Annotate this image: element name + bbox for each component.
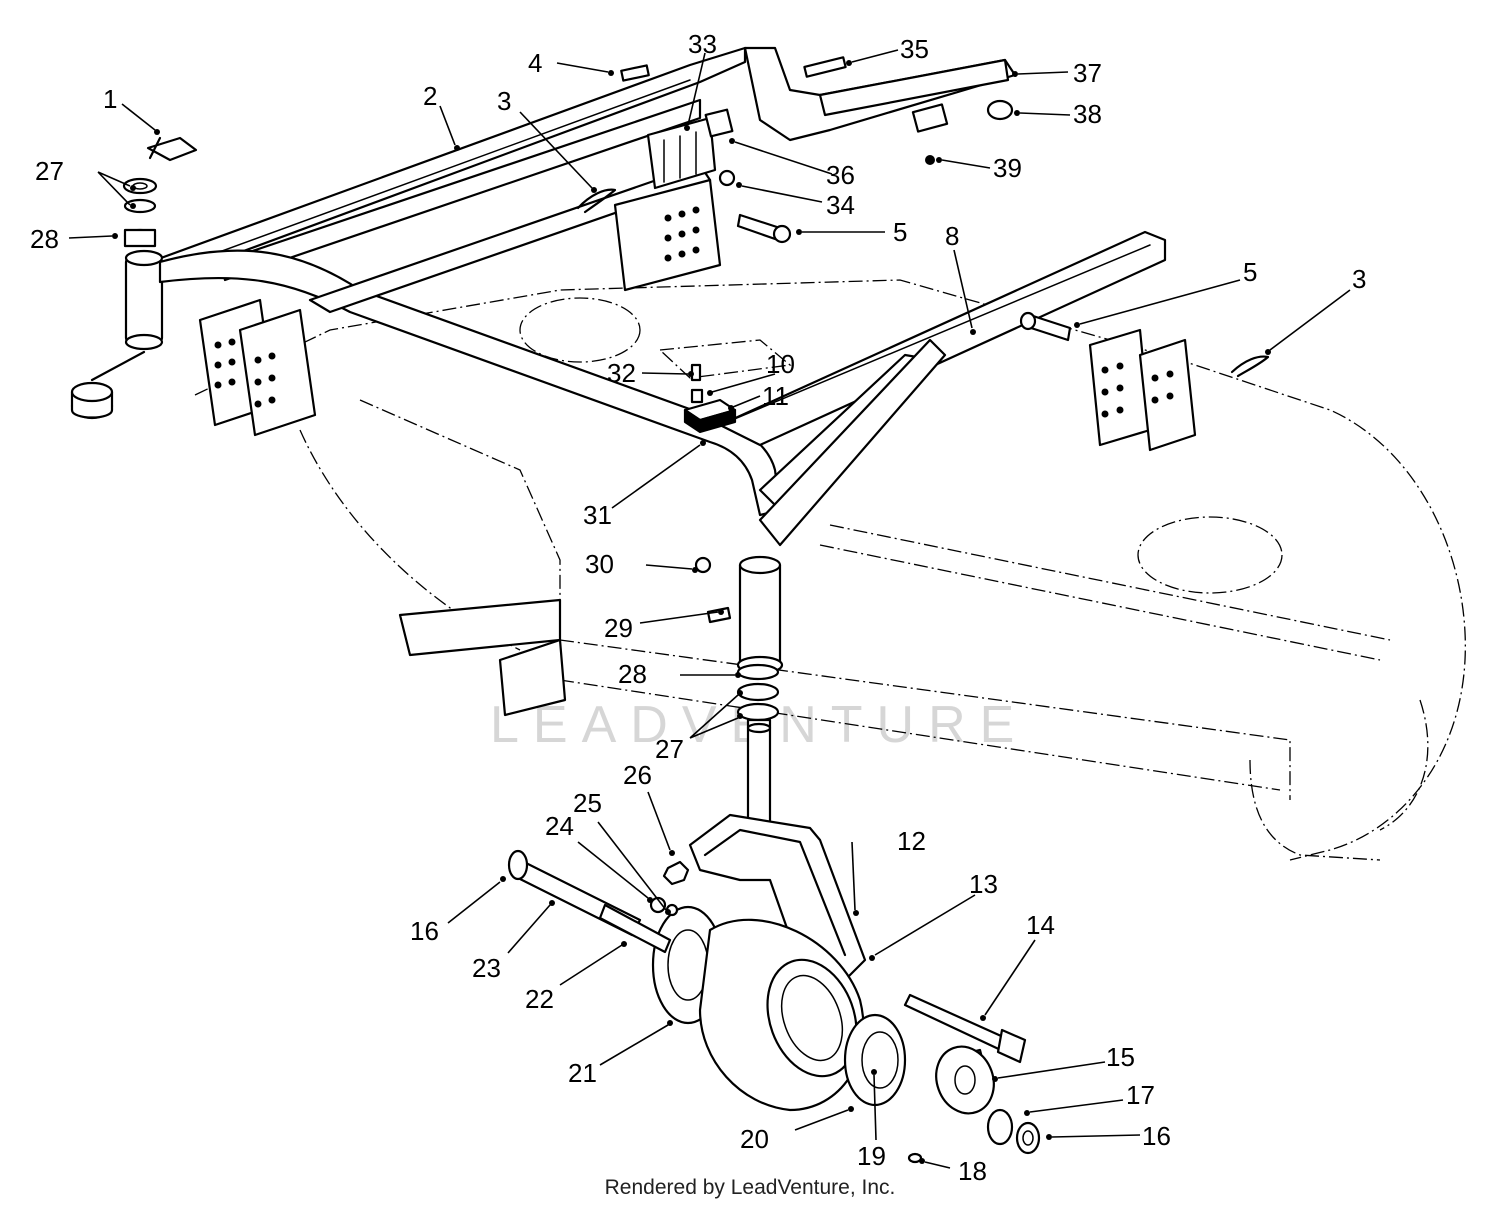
caster-fork	[688, 663, 867, 992]
plate-holes	[214, 206, 1174, 418]
callout-23: 23	[472, 953, 501, 983]
callout-4: 4	[528, 48, 542, 78]
callout-39: 39	[993, 153, 1022, 183]
callout-37: 37	[1073, 58, 1102, 88]
leader-lines	[68, 49, 1351, 1169]
callout-34: 34	[826, 190, 855, 220]
callout-29: 29	[604, 613, 633, 643]
callout-24: 24	[545, 811, 574, 841]
callout-28a: 28	[30, 224, 59, 254]
callout-28b: 28	[618, 659, 647, 689]
callout-31: 31	[583, 500, 612, 530]
hitch-bar	[148, 46, 747, 284]
callout-27a: 27	[35, 156, 64, 186]
callout-17: 17	[1126, 1080, 1155, 1110]
callout-30: 30	[585, 549, 614, 579]
callout-32: 32	[607, 358, 636, 388]
callout-26: 26	[623, 760, 652, 790]
callout-16a: 16	[410, 916, 439, 946]
callout-labels: 1 2 3 3 4 5 5 8 10 11 12 13 14 15 16 16 …	[30, 29, 1366, 1186]
callout-36: 36	[826, 160, 855, 190]
callout-20: 20	[740, 1124, 769, 1154]
callout-3b: 3	[1352, 264, 1366, 294]
callout-3a: 3	[497, 86, 511, 116]
callout-14: 14	[1026, 910, 1055, 940]
callout-5b: 5	[1243, 257, 1257, 287]
callout-25: 25	[573, 788, 602, 818]
callout-21: 21	[568, 1058, 597, 1088]
callout-1: 1	[103, 84, 117, 114]
callout-11: 11	[762, 381, 789, 411]
left-caster-pivot	[70, 136, 198, 420]
callout-8: 8	[945, 221, 959, 251]
lift-cylinder	[620, 46, 1017, 190]
callout-38: 38	[1073, 99, 1102, 129]
callout-12: 12	[897, 826, 926, 856]
callout-16b: 16	[1142, 1121, 1171, 1151]
callout-15: 15	[1106, 1042, 1135, 1072]
callout-35: 35	[900, 34, 929, 64]
callout-22: 22	[525, 984, 554, 1014]
callout-19: 19	[857, 1141, 886, 1171]
mower-deck	[194, 279, 1466, 861]
callout-27b: 27	[655, 734, 684, 764]
callout-33: 33	[688, 29, 717, 59]
callout-18: 18	[958, 1156, 987, 1186]
caster-wheel	[507, 849, 1041, 1164]
small-hardware	[683, 363, 737, 624]
callout-10: 10	[766, 349, 795, 379]
callout-2: 2	[423, 81, 437, 111]
callout-13: 13	[969, 869, 998, 899]
callout-5a: 5	[893, 217, 907, 247]
pins-5	[736, 213, 1072, 342]
footer-credit: Rendered by LeadVenture, Inc.	[604, 1176, 896, 1199]
hairpins-3	[576, 188, 1270, 378]
